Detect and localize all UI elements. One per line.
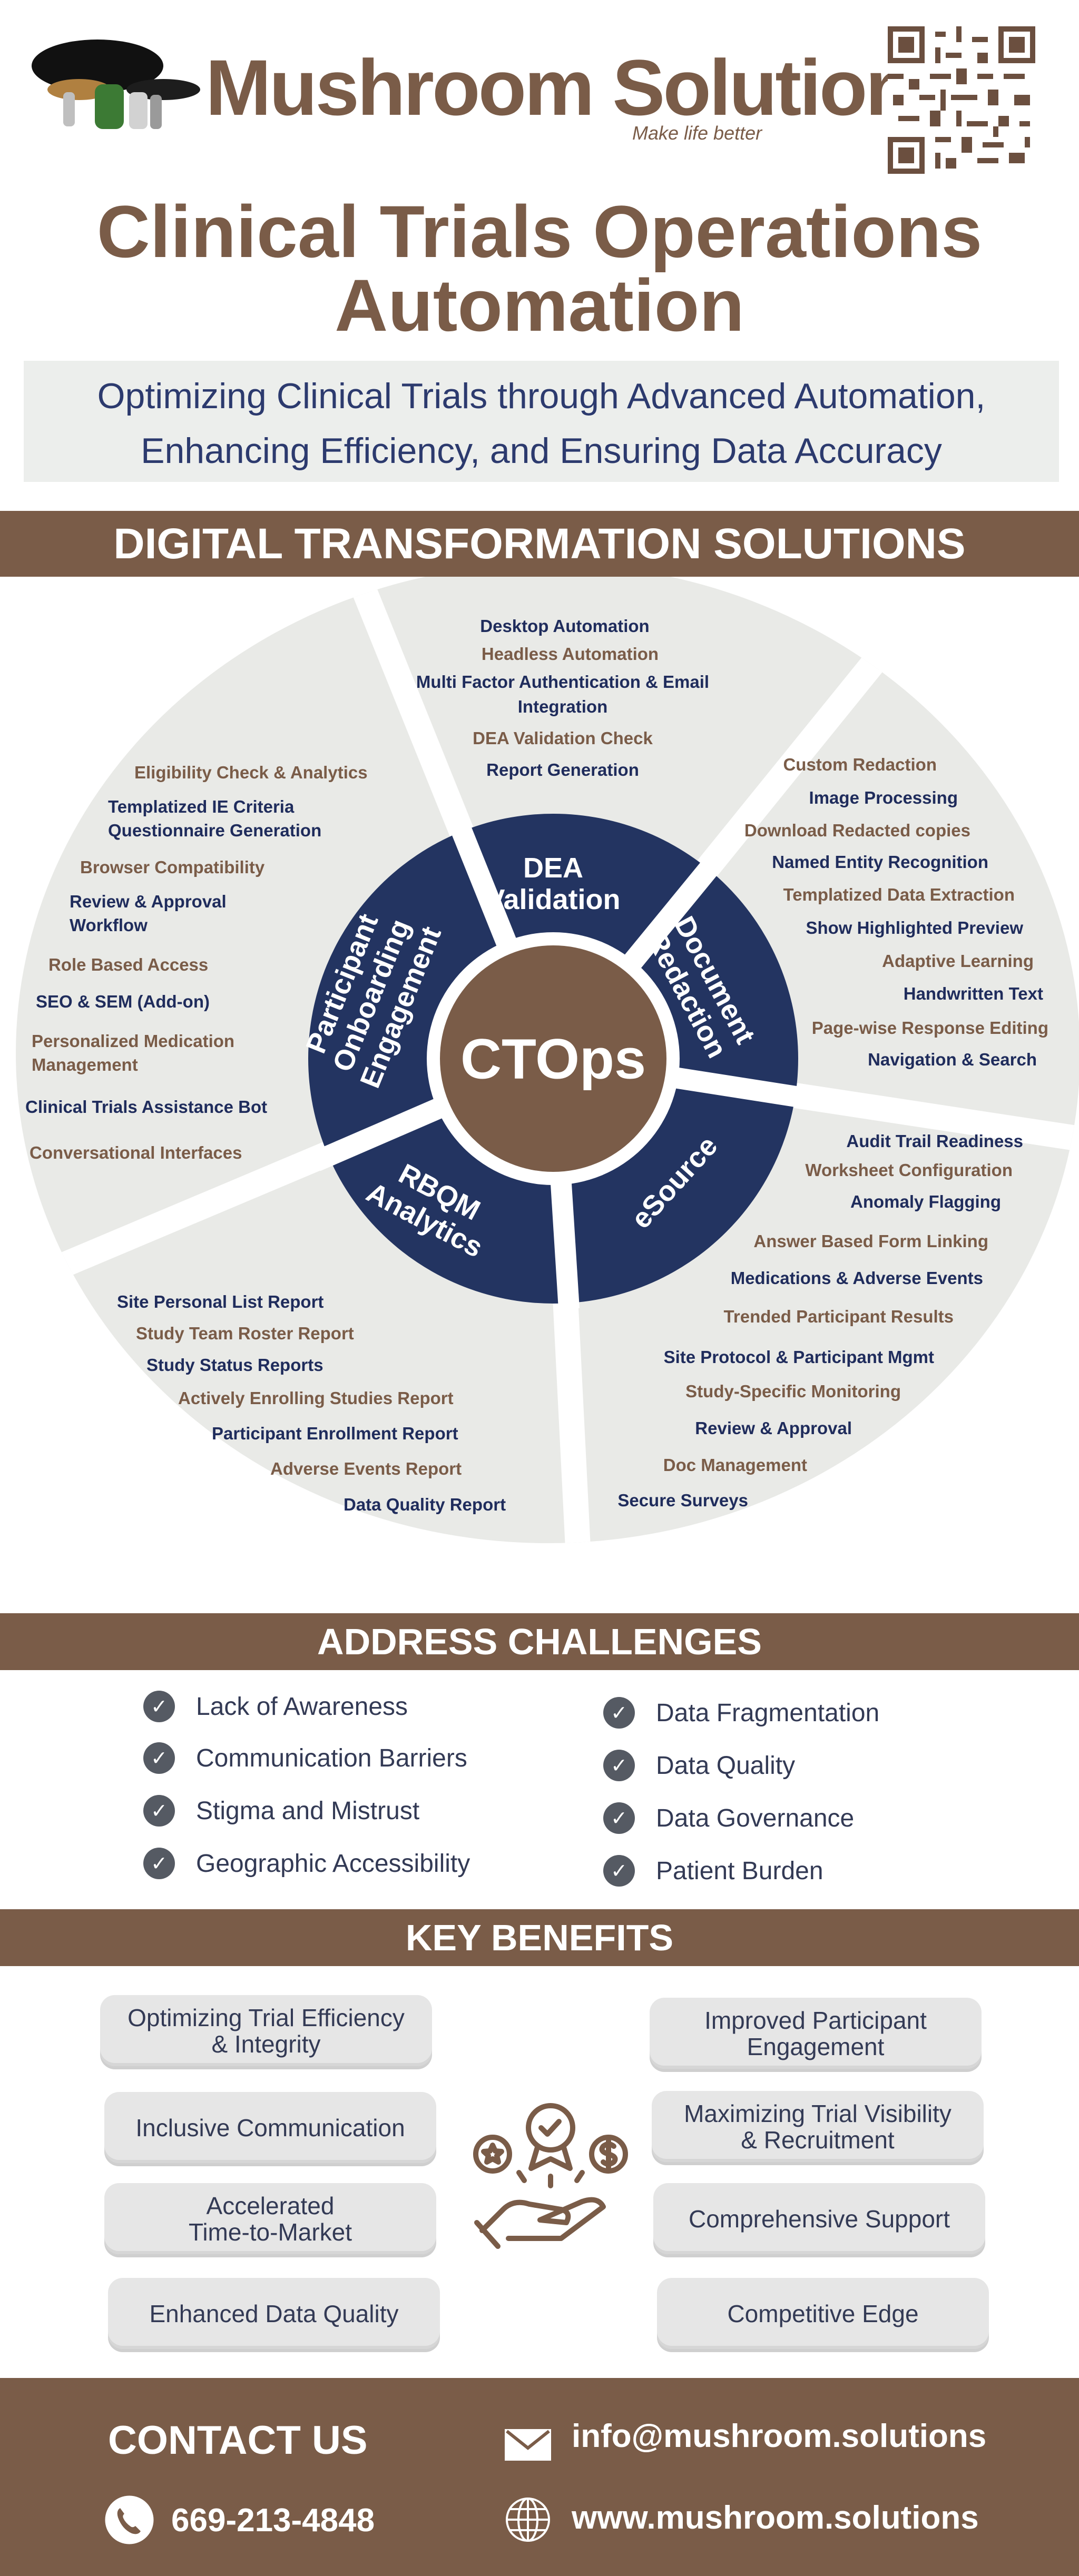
document-item: Adaptive Learning (882, 951, 1034, 971)
contact-email-link[interactable]: info@mushroom.solutions (572, 2418, 987, 2454)
challenge-item: ✓ Data Quality (603, 1750, 795, 1781)
challenge-item: ✓ Geographic Accessibility (143, 1848, 470, 1879)
benefits-hand-icon (473, 2103, 628, 2249)
challenge-item: ✓ Communication Barriers (143, 1742, 467, 1774)
subtitle-box (24, 361, 1059, 482)
section-address-challenges: ADDRESS CHALLENGES (0, 1613, 1079, 1670)
rbqm-item: Study Status Reports (146, 1355, 323, 1375)
esource-item: Answer Based Form Linking (753, 1231, 988, 1251)
participant-item: Workflow (70, 915, 148, 935)
qr-code[interactable] (888, 26, 1035, 174)
benefit-pill: Improved Participant Engagement (650, 1998, 982, 2069)
mail-icon (505, 2429, 551, 2461)
benefit-pill: Optimizing Trial Efficiency & Integrity (100, 1995, 432, 2066)
check-circle-icon: ✓ (143, 1742, 175, 1774)
globe-icon (506, 2498, 550, 2542)
rbqm-item: Data Quality Report (344, 1495, 506, 1514)
page-title-line: Clinical Trials Operations (96, 190, 983, 273)
document-item: Show Highlighted Preview (806, 918, 1023, 937)
challenge-item: ✓ Patient Burden (603, 1855, 823, 1887)
section-key-benefits: KEY BENEFITS (0, 1909, 1079, 1966)
dea-item: DEA Validation Check (473, 728, 653, 748)
rbqm-item: Site Personal List Report (117, 1292, 324, 1311)
esource-item: Doc Management (663, 1455, 807, 1475)
rbqm-item: Adverse Events Report (270, 1459, 462, 1478)
benefit-pill: Maximizing Trial Visibility & Recruitmen… (652, 2091, 984, 2162)
participant-item: Review & Approval (70, 892, 227, 911)
document-item: Templatized Data Extraction (783, 885, 1015, 904)
tagline: Make life better (632, 122, 762, 144)
contact-website-link[interactable]: www.mushroom.solutions (572, 2500, 979, 2536)
document-item: Image Processing (809, 788, 958, 807)
solutions-wheel: CTOps DEA Validation Document Redaction … (0, 577, 1079, 1609)
participant-item: SEO & SEM (Add-on) (36, 992, 210, 1011)
esource-item: Medications & Adverse Events (730, 1268, 983, 1288)
dea-item: Headless Automation (481, 644, 659, 664)
segment-dea-validation: DEA Validation (486, 852, 621, 915)
check-circle-icon: ✓ (603, 1697, 635, 1729)
check-circle-icon: ✓ (603, 1855, 635, 1887)
esource-item: Secure Surveys (617, 1491, 748, 1510)
participant-item: Questionnaire Generation (108, 821, 322, 840)
participant-item: Clinical Trials Assistance Bot (25, 1097, 268, 1117)
check-circle-icon: ✓ (143, 1795, 175, 1827)
dea-item: Integration (517, 697, 608, 716)
contact-title: CONTACT US (108, 2418, 368, 2463)
contact-footer (0, 2378, 1079, 2576)
esource-item: Worksheet Configuration (805, 1160, 1013, 1180)
check-circle-icon: ✓ (603, 1750, 635, 1781)
benefit-pill: Comprehensive Support (653, 2183, 985, 2254)
subtitle-line-1: Optimizing Clinical Trials through Advan… (97, 376, 986, 416)
dea-item: Multi Factor Authentication & Email (416, 672, 710, 692)
participant-item: Conversational Interfaces (30, 1143, 242, 1162)
wheel-center-label: CTOps (460, 1027, 646, 1091)
esource-item: Review & Approval (695, 1418, 852, 1438)
participant-item: Browser Compatibility (80, 857, 265, 877)
check-circle-icon: ✓ (603, 1802, 635, 1834)
dea-item: Report Generation (486, 760, 639, 779)
dea-item: Desktop Automation (480, 616, 650, 636)
document-item: Custom Redaction (783, 755, 937, 774)
rbqm-item: Study Team Roster Report (136, 1324, 354, 1343)
esource-item: Study-Specific Monitoring (685, 1381, 901, 1401)
benefit-pill: Competitive Edge (657, 2278, 989, 2349)
wheel-graphic (16, 577, 1079, 1543)
challenge-item: ✓ Lack of Awareness (143, 1691, 408, 1722)
document-item: Handwritten Text (903, 984, 1043, 1003)
subtitle-line-2: Enhancing Efficiency, and Ensuring Data … (141, 431, 942, 471)
section-digital-transformation: DIGITAL TRANSFORMATION SOLUTIONS (0, 511, 1079, 577)
benefit-pill: Accelerated Time-to-Market (104, 2183, 436, 2254)
esource-item: Site Protocol & Participant Mgmt (663, 1347, 934, 1367)
document-item: Named Entity Recognition (772, 852, 988, 872)
esource-item: Audit Trail Readiness (846, 1131, 1023, 1151)
subtitle: Optimizing Clinical Trials through Advan… (24, 363, 1059, 478)
document-item: Navigation & Search (868, 1050, 1037, 1069)
rbqm-item: Actively Enrolling Studies Report (178, 1388, 454, 1408)
benefit-pill: Inclusive Communication (104, 2092, 436, 2163)
brand-name: Mushroom Solutions (205, 43, 956, 132)
challenge-item: ✓ Data Governance (603, 1802, 854, 1834)
participant-item: Management (32, 1055, 138, 1074)
check-circle-icon: ✓ (143, 1691, 175, 1722)
challenge-item: ✓ Stigma and Mistrust (143, 1795, 419, 1827)
document-item: Download Redacted copies (744, 821, 970, 840)
challenge-item: ✓ Data Fragmentation (603, 1697, 879, 1729)
esource-item: Anomaly Flagging (850, 1192, 1001, 1211)
check-circle-icon: ✓ (143, 1848, 175, 1879)
page-title-line: Automation (335, 264, 744, 347)
phone-icon (105, 2495, 154, 2544)
participant-item: Personalized Medication (32, 1031, 235, 1051)
participant-item: Role Based Access (48, 955, 209, 974)
contact-phone-link[interactable]: 669-213-4848 (171, 2502, 375, 2539)
benefit-pill: Enhanced Data Quality (108, 2278, 440, 2349)
participant-item: Eligibility Check & Analytics (134, 763, 368, 782)
participant-item: Templatized IE Criteria (108, 797, 295, 816)
esource-item: Trended Participant Results (723, 1307, 954, 1326)
rbqm-item: Participant Enrollment Report (212, 1424, 458, 1443)
mushroom-logo (32, 40, 200, 129)
document-item: Page-wise Response Editing (811, 1018, 1048, 1038)
